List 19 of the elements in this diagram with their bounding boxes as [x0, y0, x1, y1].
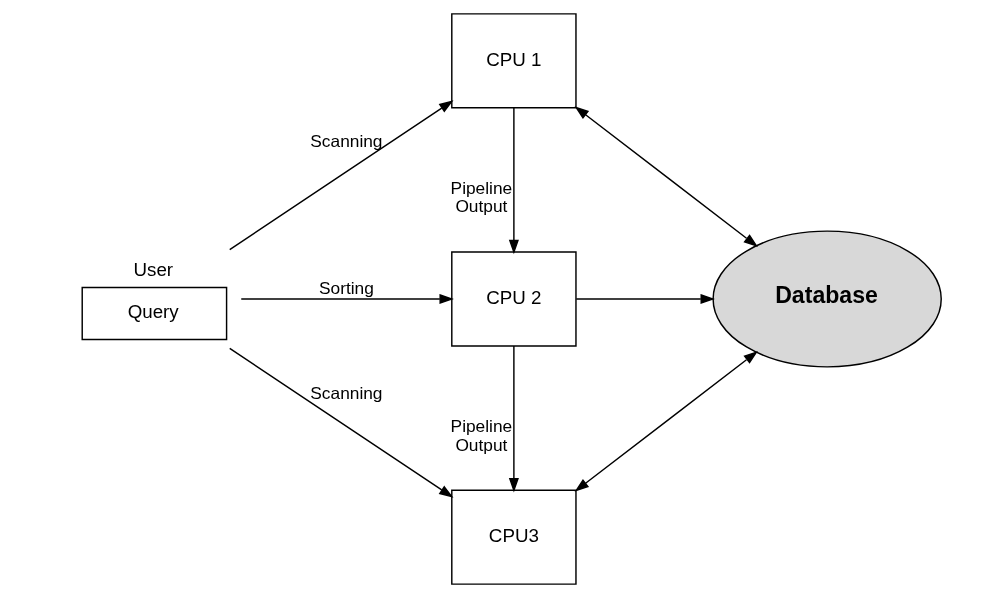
node-box: Query: [81, 286, 227, 341]
edge-label: Scanning: [309, 383, 383, 404]
arrow: [575, 293, 715, 305]
node-label: User: [132, 259, 173, 281]
arrow: [228, 347, 453, 498]
node-box: CPU3: [450, 489, 577, 585]
node-ellipse: Database: [711, 230, 942, 368]
arrow: [574, 351, 758, 492]
arrow: [508, 107, 519, 255]
edge-label: Pipeline Output: [450, 415, 512, 455]
arrow: [240, 293, 454, 305]
arrow: [228, 100, 453, 251]
edge-label: Scanning: [309, 130, 383, 151]
node-box: CPU 1: [450, 13, 577, 109]
node-box: CPU 2: [450, 251, 577, 347]
edge-label: Pipeline Output: [450, 177, 512, 217]
arrow: [574, 106, 758, 247]
edge-label: Sorting: [318, 278, 374, 299]
arrow: [508, 345, 519, 493]
